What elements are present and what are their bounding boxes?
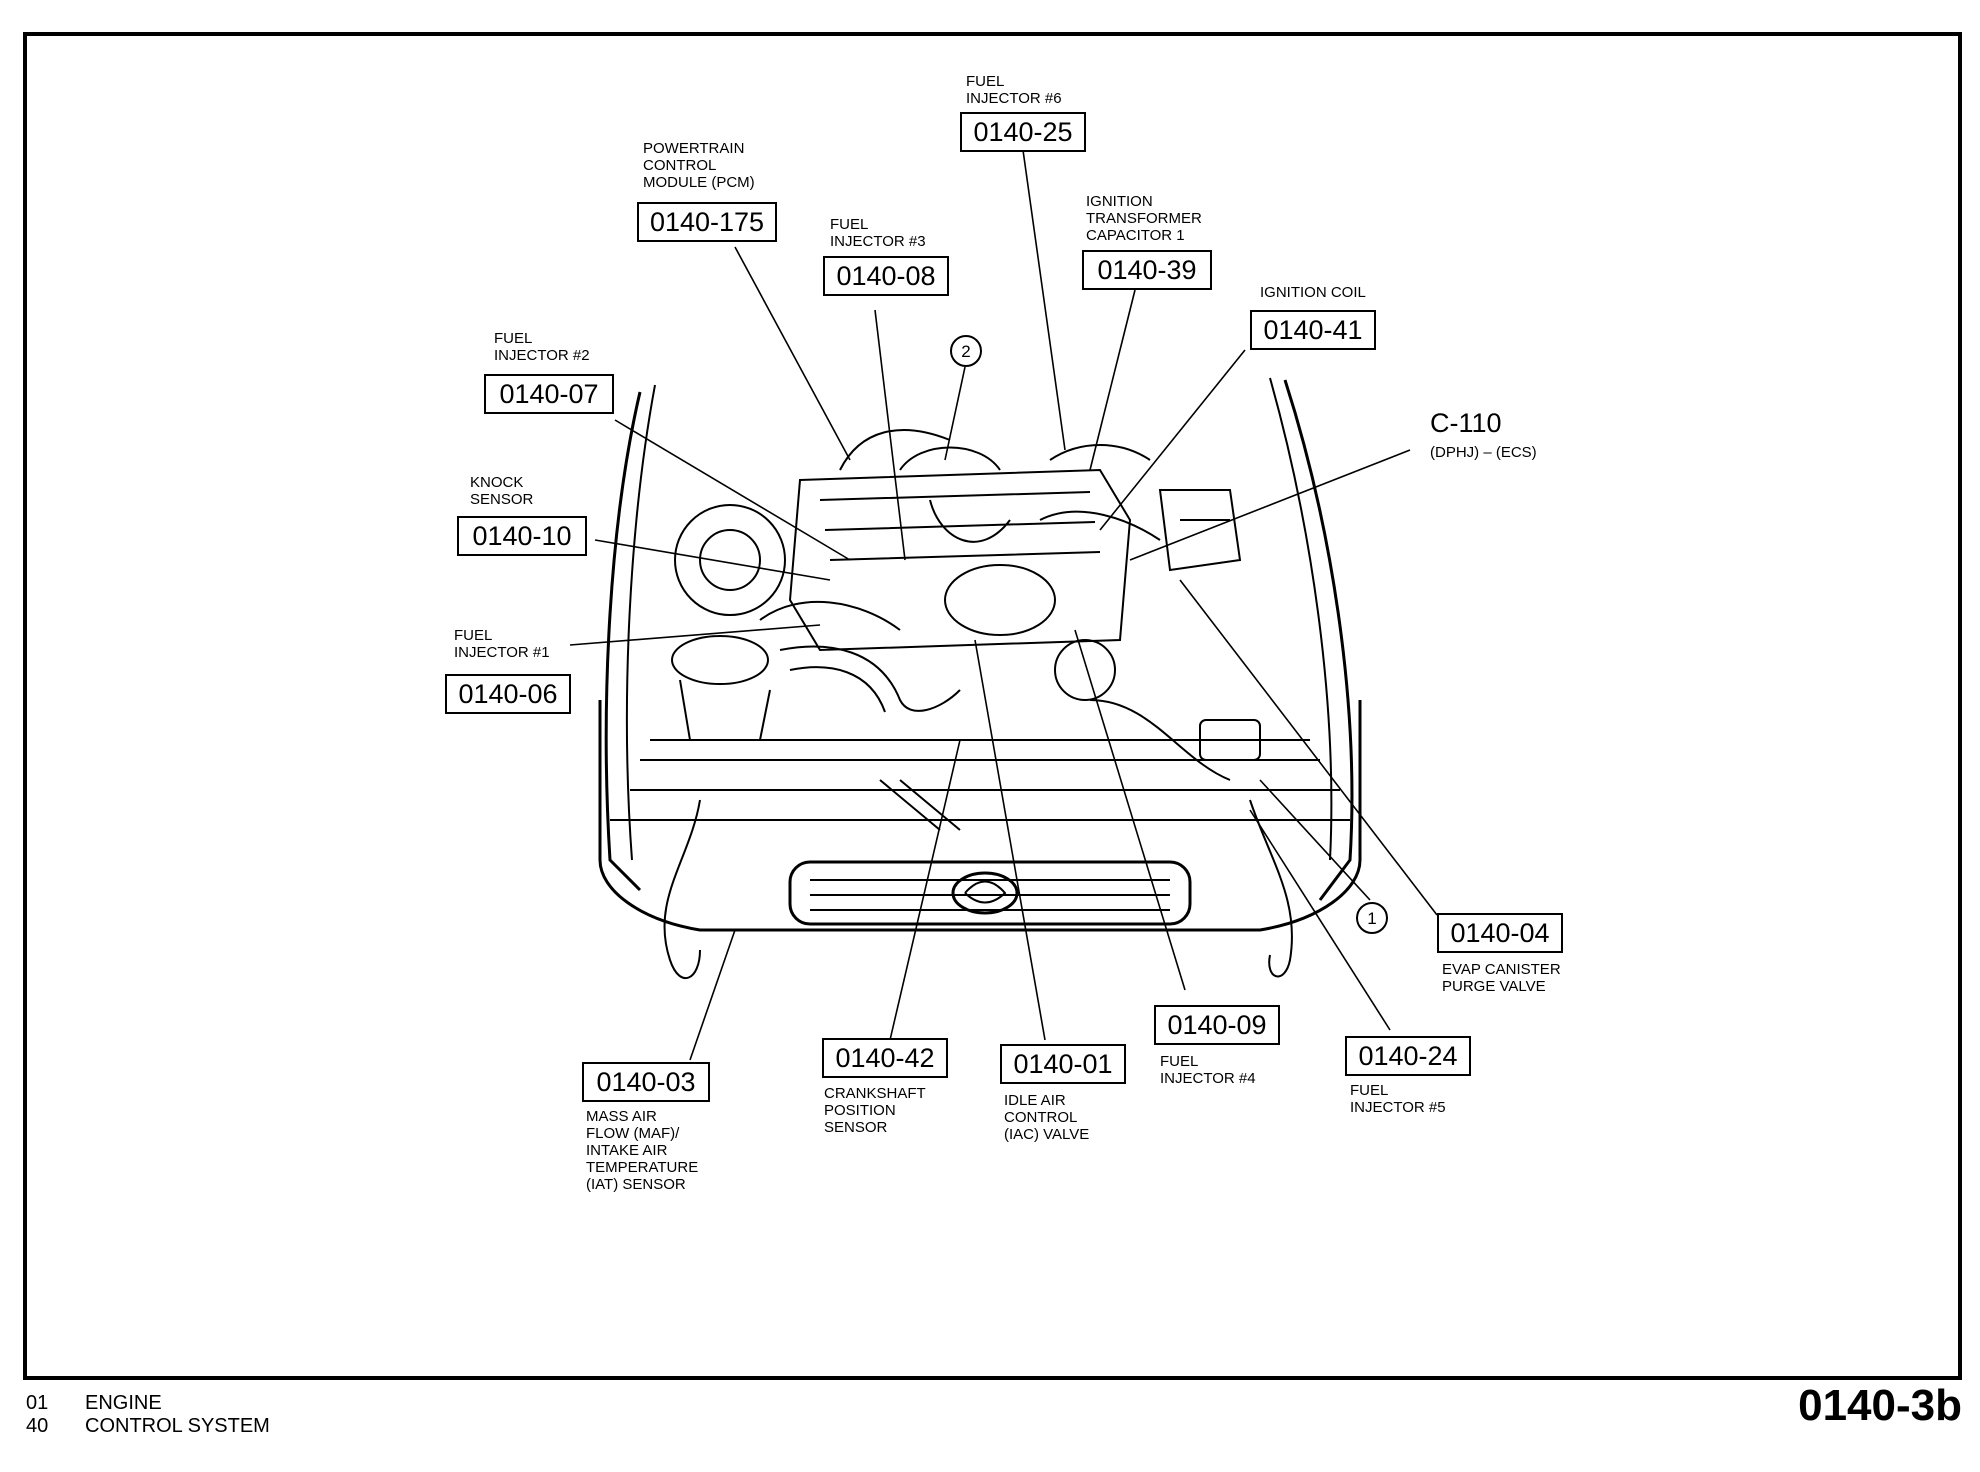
leader-inj5 [1249, 809, 1391, 1031]
inj4-code-box[interactable]: 0140-09 [1154, 1005, 1280, 1045]
inj1-label: FUEL INJECTOR #1 [454, 627, 550, 661]
leader-inj4 [1074, 629, 1186, 991]
leader-maf [689, 929, 736, 1061]
diagram-frame [23, 32, 1962, 1380]
marker-circle-2 [950, 335, 982, 367]
inj6-label: FUEL INJECTOR #6 [966, 73, 1062, 107]
inj1-code-box[interactable]: 0140-06 [445, 674, 571, 714]
inj2-code-box[interactable]: 0140-07 [484, 374, 614, 414]
evap-label: EVAP CANISTER PURGE VALVE [1442, 961, 1561, 995]
leader-iac [974, 639, 1046, 1041]
evap-code-box[interactable]: 0140-04 [1437, 913, 1563, 953]
footer-subsection-title: CONTROL SYSTEM [85, 1415, 270, 1437]
leader-marker-1 [1259, 779, 1371, 901]
inj6-code-box[interactable]: 0140-25 [960, 112, 1086, 152]
leader-coil [1099, 349, 1246, 531]
leader-inj1 [569, 624, 821, 646]
iac-code-box[interactable]: 0140-01 [1000, 1044, 1126, 1084]
connector-name: C-110 [1430, 408, 1502, 438]
ckp-code-box[interactable]: 0140-42 [822, 1038, 948, 1078]
pcm-label: POWERTRAIN CONTROL MODULE (PCM) [643, 140, 755, 191]
inj5-label: FUEL INJECTOR #5 [1350, 1082, 1446, 1116]
footer-section-title: ENGINE [85, 1392, 162, 1414]
leader-knock [594, 539, 831, 581]
inj3-code-box[interactable]: 0140-08 [823, 256, 949, 296]
itc-label: IGNITION TRANSFORMER CAPACITOR 1 [1086, 193, 1202, 244]
knock-label: KNOCK SENSOR [470, 474, 534, 508]
leader-inj2 [614, 419, 851, 561]
leader-marker-2 [944, 366, 966, 461]
leader-ckp [889, 739, 961, 1041]
mazda-logo [951, 871, 1019, 915]
inj2-label: FUEL INJECTOR #2 [494, 330, 590, 364]
marker-circle-1 [1356, 902, 1388, 934]
maf-code-box[interactable]: 0140-03 [582, 1062, 710, 1102]
coil-code-box[interactable]: 0140-41 [1250, 310, 1376, 350]
leader-lines [569, 142, 1438, 1061]
leader-pcm [734, 246, 851, 461]
ckp-label: CRANKSHAFT POSITION SENSOR [824, 1085, 926, 1136]
knock-code-box[interactable]: 0140-10 [457, 516, 587, 556]
pcm-code-box[interactable]: 0140-175 [637, 202, 777, 242]
iac-label: IDLE AIR CONTROL (IAC) VALVE [1004, 1092, 1090, 1143]
footer-section-number: 01 [26, 1392, 49, 1414]
maf-label: MASS AIR FLOW (MAF)/ INTAKE AIR TEMPERAT… [586, 1108, 699, 1193]
footer-subsection-number: 40 [26, 1415, 49, 1437]
leader-c110 [1129, 449, 1411, 561]
leader-evap [1179, 579, 1438, 916]
marker-1: 1 [1367, 909, 1376, 928]
leader-itc [1089, 289, 1136, 471]
sheet-number: 0140-3b [1798, 1381, 1962, 1430]
coil-label: IGNITION COIL [1260, 284, 1366, 301]
inj4-label: FUEL INJECTOR #4 [1160, 1053, 1256, 1087]
inj3-label: FUEL INJECTOR #3 [830, 216, 926, 250]
connector-detail: (DPHJ) – (ECS) [1430, 444, 1537, 461]
leader-inj3 [874, 309, 906, 561]
leader-inj6 [1021, 142, 1066, 451]
marker-2: 2 [961, 342, 970, 361]
itc-code-box[interactable]: 0140-39 [1082, 250, 1212, 290]
inj5-code-box[interactable]: 0140-24 [1345, 1036, 1471, 1076]
engine-bay-outline [598, 377, 1362, 980]
